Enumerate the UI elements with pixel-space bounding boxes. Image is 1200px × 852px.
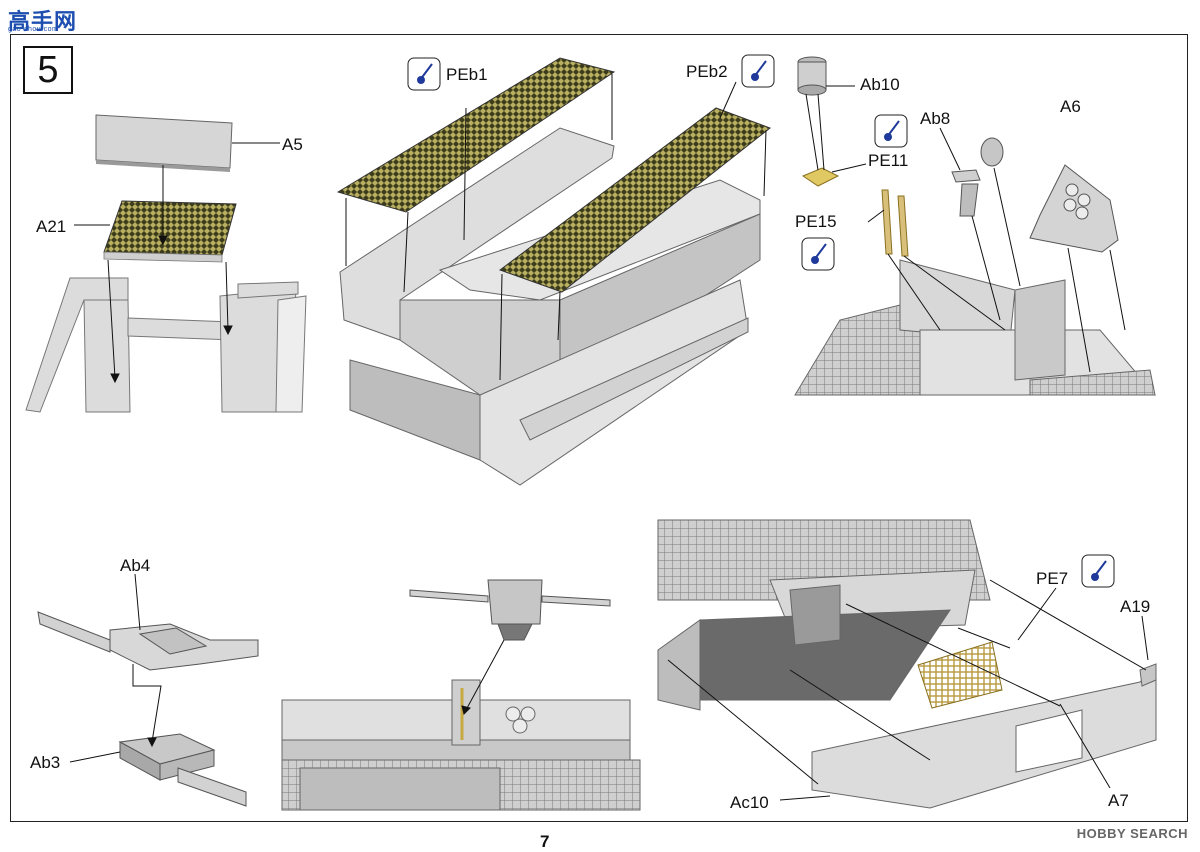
part-pe11 <box>801 167 840 187</box>
part-a7 <box>811 663 1157 809</box>
part-a5 <box>95 114 233 172</box>
label-a21: A21 <box>36 217 67 236</box>
label-ab3: Ab3 <box>30 753 61 772</box>
part-ab8 <box>951 137 1004 217</box>
label-ab8: Ab8 <box>920 109 951 128</box>
part-pe7 <box>917 641 1003 709</box>
page-number: 7 <box>540 832 550 851</box>
site-logo: 高手网 <box>8 9 78 34</box>
step-number: 5 <box>23 46 73 94</box>
photo-etch-icon <box>801 237 835 271</box>
label-a6: A6 <box>1060 97 1081 116</box>
label-ab10: Ab10 <box>860 75 900 94</box>
photo-etch-icon <box>874 114 908 148</box>
assembly-lines-left <box>74 142 280 384</box>
photo-etch-icon <box>407 57 441 91</box>
part-peb1-mesh <box>336 57 616 213</box>
label-ac10: Ac10 <box>730 793 769 812</box>
part-peb2-mesh <box>498 107 772 293</box>
label-a19: A19 <box>1120 597 1151 616</box>
rear-hull <box>657 519 991 711</box>
part-ab3 <box>118 733 247 807</box>
hull-fragment-left <box>25 277 307 413</box>
label-pe7: PE7 <box>1036 569 1069 588</box>
part-ab10 <box>797 56 827 96</box>
label-a7: A7 <box>1108 791 1129 810</box>
label-ab4: Ab4 <box>120 556 151 575</box>
assembly-lines-center <box>345 74 767 381</box>
photo-etch-icon <box>741 54 775 88</box>
assembly-lines-bottom-left <box>69 573 162 763</box>
assembly-lines-bottom-center <box>461 639 505 715</box>
label-peb1: PEb1 <box>446 65 488 84</box>
label-pe15: PE15 <box>795 212 837 231</box>
hatch-area <box>794 259 1157 396</box>
label-a5: A5 <box>282 135 303 154</box>
label-pe11: PE11 <box>868 151 909 170</box>
site-domain: gao-shou.com <box>8 26 59 33</box>
hull-front-detail <box>281 679 641 811</box>
assembly-lines-bottom-right <box>667 579 1149 801</box>
part-pe15 <box>881 189 909 257</box>
instruction-frame <box>10 34 1188 822</box>
label-peb2: PEb2 <box>686 62 728 81</box>
periscope-assembly <box>409 579 611 641</box>
part-a21 <box>103 200 237 263</box>
watermark: HOBBY SEARCH <box>1076 826 1188 841</box>
part-a6 <box>1029 164 1119 253</box>
part-ab4 <box>37 611 259 671</box>
assembly-lines-right <box>805 85 1126 373</box>
photo-etch-icon <box>1081 554 1115 588</box>
